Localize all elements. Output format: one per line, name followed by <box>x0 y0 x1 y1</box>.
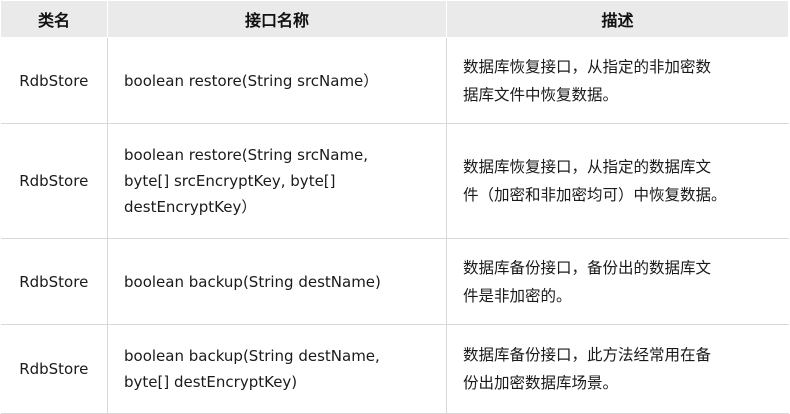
interface-line: byte[] destEncryptKey) <box>124 373 298 391</box>
description-cell: 数据库恢复接口，从指定的数据库文 件（加密和非加密均可）中恢复数据。 <box>446 123 789 239</box>
class-name-cell: RdbStore <box>0 238 108 325</box>
table-row: RdbStore boolean restore(String srcName,… <box>0 123 789 239</box>
header-class-name: 类名 <box>0 0 108 38</box>
description-cell: 数据库备份接口，备份出的数据库文 件是非加密的。 <box>446 238 789 325</box>
interface-line: boolean restore(String srcName, <box>124 146 369 164</box>
table-row: RdbStore boolean backup(String destName,… <box>0 324 789 414</box>
header-description: 描述 <box>446 0 789 38</box>
description-cell: 数据库备份接口，此方法经常用在备 份出加密数据库场景。 <box>446 324 789 414</box>
description-line: 件是非加密的。 <box>463 286 572 305</box>
interface-line: destEncryptKey） <box>124 198 257 216</box>
description-line: 数据库备份接口，此方法经常用在备 <box>463 346 712 364</box>
interface-cell: boolean restore(String srcName, byte[] s… <box>107 123 447 239</box>
class-name-cell: RdbStore <box>0 37 108 124</box>
description-line: 件（加密和非加密均可）中恢复数据。 <box>463 186 727 204</box>
header-row: 类名 接口名称 描述 <box>0 0 789 38</box>
class-name-cell: RdbStore <box>0 123 108 239</box>
interface-line: boolean restore(String srcName） <box>124 71 379 90</box>
description-line: 份出加密数据库场景。 <box>463 374 619 392</box>
description-line: 数据库恢复接口，从指定的数据库文 <box>463 158 712 176</box>
table-row: RdbStore boolean restore(String srcName）… <box>0 37 789 124</box>
description-line: 数据库恢复接口，从指定的非加密数 <box>463 57 712 76</box>
interface-cell: boolean backup(String destName, byte[] d… <box>107 324 447 414</box>
description-line: 据库文件中恢复数据。 <box>463 85 619 104</box>
class-name-cell: RdbStore <box>0 324 108 414</box>
table-row: RdbStore boolean backup(String destName)… <box>0 238 789 325</box>
interface-cell: boolean restore(String srcName） <box>107 37 447 124</box>
interface-cell: boolean backup(String destName) <box>107 238 447 325</box>
interface-line: boolean backup(String destName) <box>124 272 381 291</box>
description-line: 数据库备份接口，备份出的数据库文 <box>463 258 712 277</box>
description-cell: 数据库恢复接口，从指定的非加密数 据库文件中恢复数据。 <box>446 37 789 124</box>
interface-line: boolean backup(String destName, <box>124 347 380 365</box>
interface-line: byte[] srcEncryptKey, byte[] <box>124 172 336 190</box>
header-interface-name: 接口名称 <box>107 0 447 38</box>
